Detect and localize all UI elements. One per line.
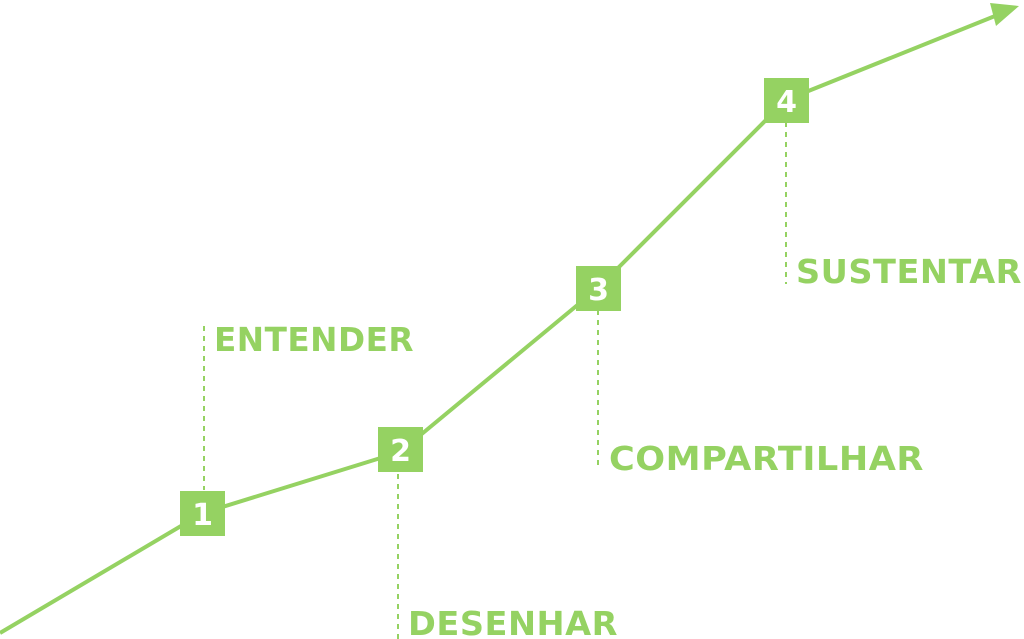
step-label-4: SUSTENTAR	[796, 252, 1022, 291]
step-marker-1: 1	[180, 491, 225, 536]
progress-line	[0, 12, 1001, 635]
step-marker-3: 3	[576, 266, 621, 311]
step-number-4: 4	[776, 85, 797, 120]
step-number-1: 1	[192, 498, 213, 533]
arrow-head-icon	[990, 3, 1019, 26]
step-label-1: ENTENDER	[214, 320, 414, 359]
step-number-2: 2	[390, 434, 411, 469]
step-label-2: DESENHAR	[408, 604, 618, 639]
step-marker-2: 2	[378, 427, 423, 472]
step-number-3: 3	[588, 273, 609, 308]
step-marker-4: 4	[764, 78, 809, 123]
step-label-3: COMPARTILHAR	[609, 439, 924, 478]
